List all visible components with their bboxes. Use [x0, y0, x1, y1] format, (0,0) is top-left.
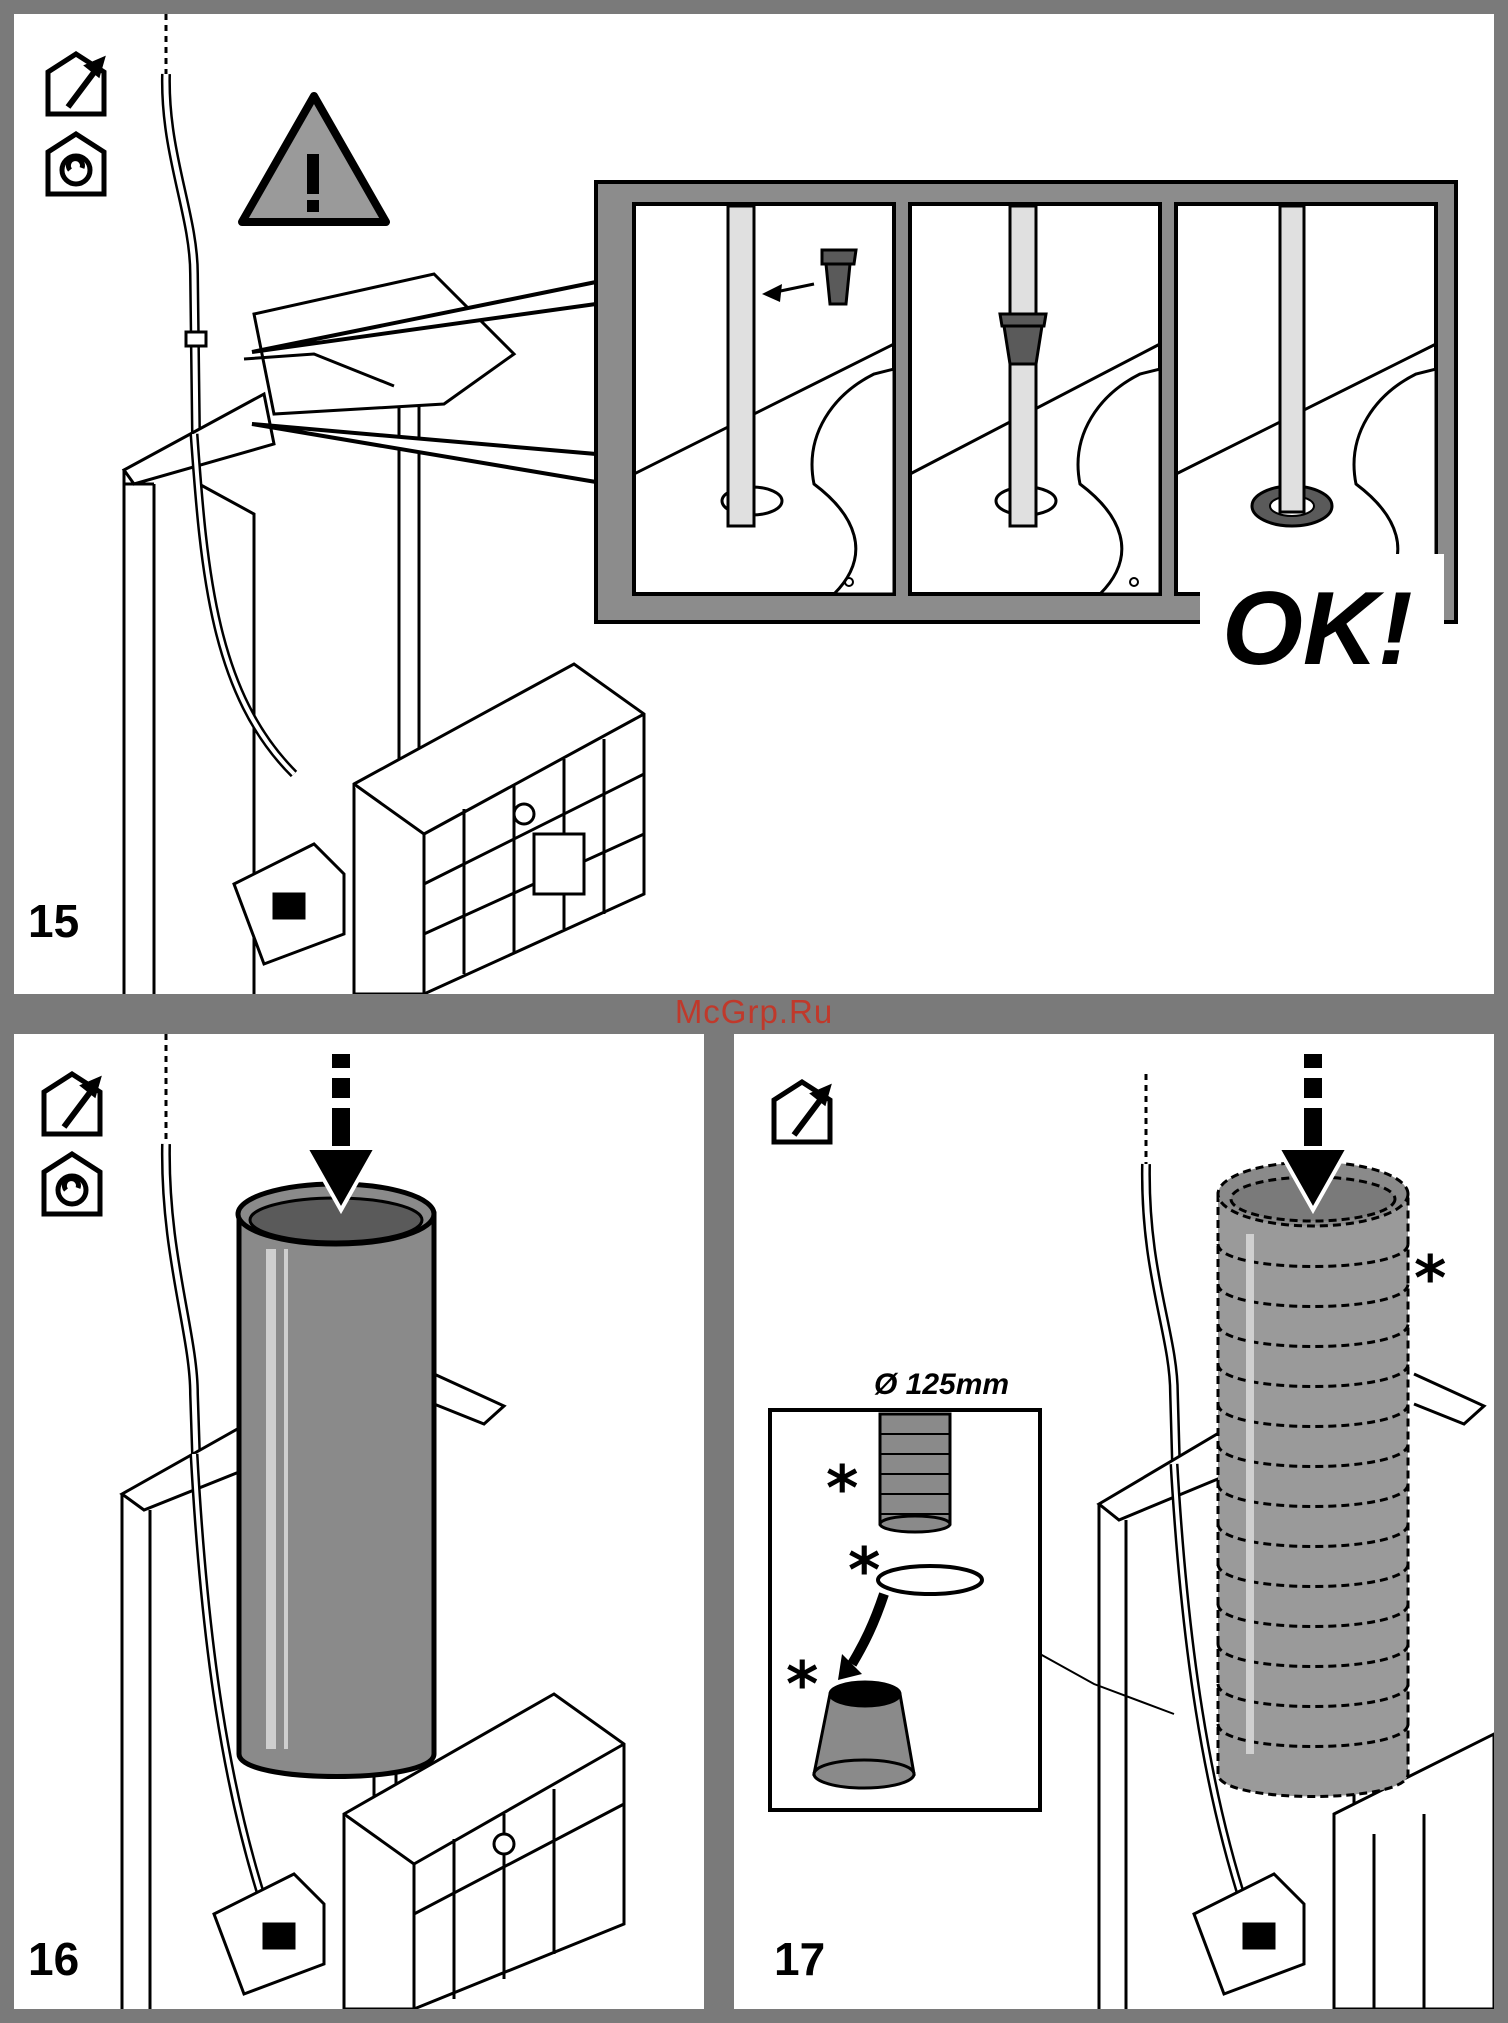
extraction-mode-icon	[774, 1082, 830, 1142]
flexible-duct	[1218, 1162, 1408, 1797]
step-16-panel: 16	[14, 1034, 704, 2009]
step-15-illustration	[14, 14, 1494, 994]
step-16-illustration	[14, 1034, 704, 2009]
step-number: 15	[28, 894, 79, 948]
chimney-cover	[238, 1184, 434, 1777]
warning-icon	[242, 96, 386, 222]
recirculation-mode-icon	[44, 1154, 100, 1214]
accessory-inset	[770, 1410, 1040, 1810]
step-number: 16	[28, 1932, 79, 1986]
extraction-mode-icon	[44, 1074, 100, 1134]
extraction-mode-icon	[48, 54, 104, 114]
zoom-detail-2	[910, 204, 1160, 594]
step-17-panel: Ø 125mm * * * * 17	[734, 1034, 1494, 2009]
duct-marker: *	[826, 1458, 858, 1520]
duct-diameter-label: Ø 125mm	[874, 1368, 1009, 1402]
zoom-detail-3	[1176, 204, 1436, 594]
clamp-marker: *	[848, 1540, 880, 1602]
flexible-duct-marker: *	[1414, 1248, 1446, 1310]
step-15-panel: OK! 15	[14, 14, 1494, 994]
ok-confirmation: OK!	[1222, 570, 1413, 689]
watermark: McGrp.Ru	[0, 993, 1508, 1031]
step-number: 17	[774, 1932, 825, 1986]
adapter-marker: *	[786, 1654, 818, 1716]
zoom-detail-1	[634, 204, 894, 594]
recirculation-mode-icon	[48, 134, 104, 194]
